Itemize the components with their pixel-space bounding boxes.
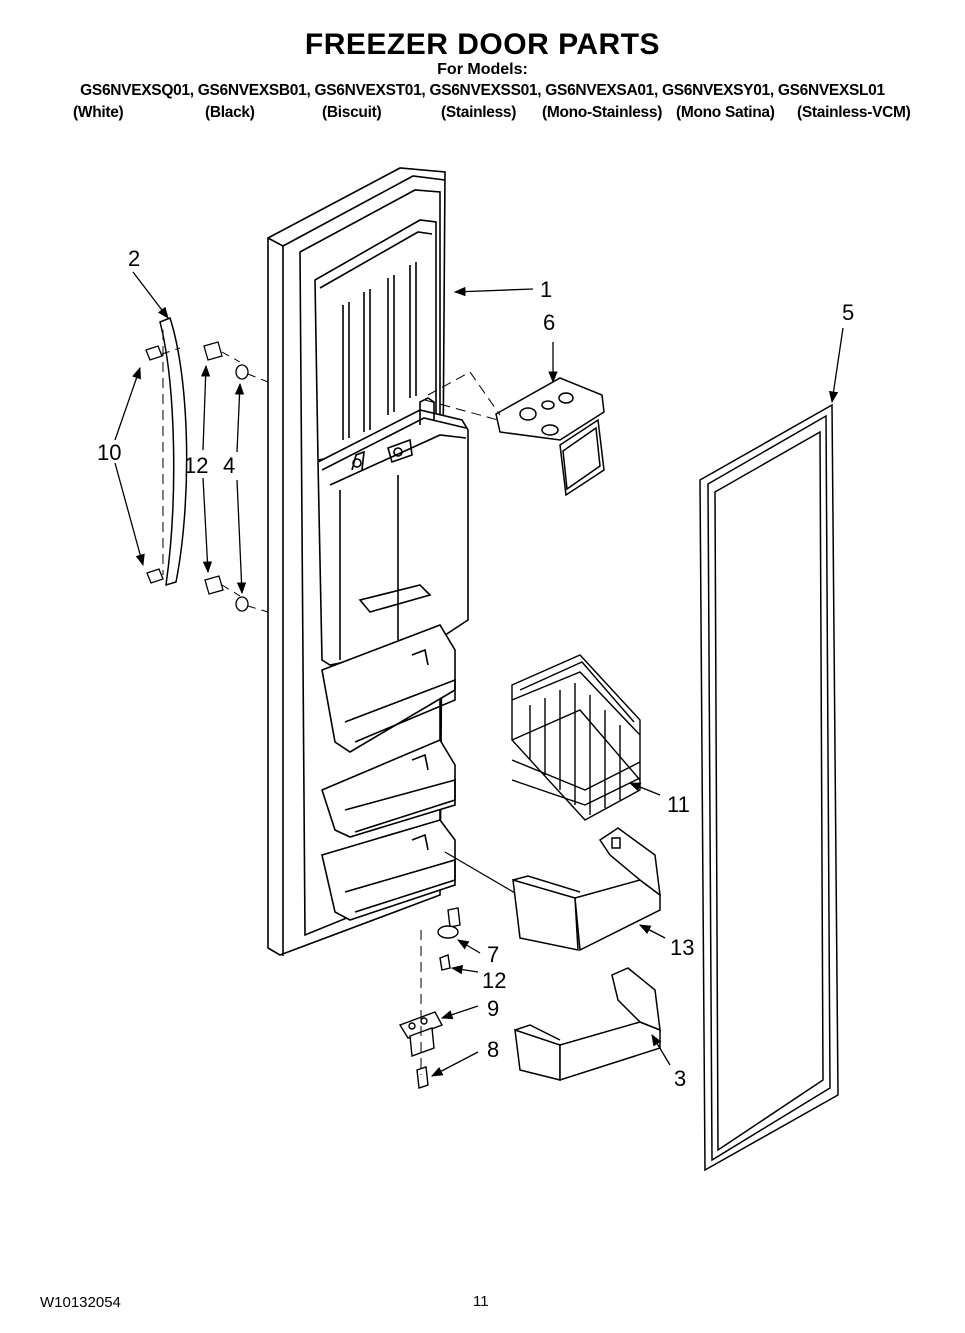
callout-7: 7: [487, 942, 499, 967]
handle-screws: [145, 341, 249, 612]
callout-9: 9: [487, 996, 499, 1021]
page-title: FREEZER DOOR PARTS: [304, 28, 661, 61]
document-number: W10132054: [40, 1294, 121, 1311]
models-subtitle: For Models:: [437, 61, 528, 78]
middle-bin: [512, 827, 661, 952]
model-color-stainless: (Stainless): [441, 104, 517, 121]
callout-3: 3: [674, 1066, 686, 1091]
hinge-parts: [398, 907, 461, 1089]
model-color-black: (Black): [205, 104, 255, 121]
page-number: 11: [473, 1293, 489, 1310]
handle-trim: [159, 317, 188, 587]
door-gasket: [699, 403, 839, 1172]
callout-2: 2: [128, 246, 140, 271]
callout-4: 4: [223, 453, 235, 478]
callout-12-handle: 12: [184, 453, 208, 478]
model-list: GS6NVEXSQ01, GS6NVEXSB01, GS6NVEXST01, G…: [80, 82, 885, 99]
model-color-white: (White): [73, 104, 124, 121]
bottom-bin: [514, 967, 661, 1082]
callout-12-hinge: 12: [482, 968, 506, 993]
model-color-mono-satina: (Mono Satina): [676, 104, 775, 121]
callout-1: 1: [540, 277, 552, 302]
model-color-stainless-vcm: (Stainless-VCM): [797, 104, 911, 121]
freezer-door: [267, 167, 469, 956]
callout-13: 13: [670, 935, 694, 960]
callout-8: 8: [487, 1037, 499, 1062]
model-color-biscuit: (Biscuit): [322, 104, 382, 121]
callout-10: 10: [97, 440, 121, 465]
dispenser-cover: [495, 377, 605, 497]
wire-basket: [511, 654, 641, 821]
model-color-mono-stainless: (Mono-Stainless): [542, 104, 663, 121]
callout-11: 11: [667, 792, 690, 817]
callout-6: 6: [543, 310, 555, 335]
callout-5: 5: [842, 300, 854, 325]
